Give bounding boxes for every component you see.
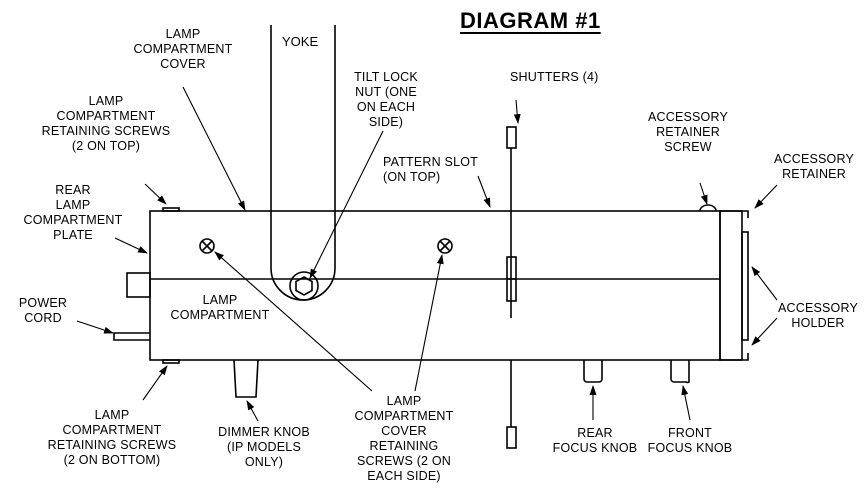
retaining-screw-top bbox=[162, 207, 180, 212]
leader-tilt-lock bbox=[309, 130, 384, 279]
shutter-handle-bottom bbox=[506, 426, 517, 449]
leader-accessory-retainer bbox=[754, 184, 778, 209]
accessory-retainer-screw-shape bbox=[699, 204, 717, 212]
label-accessory-retainer: ACCESSORY RETAINER bbox=[773, 152, 855, 181]
accessory-end-plate bbox=[719, 210, 743, 361]
cover-screw-right bbox=[437, 238, 453, 254]
front-focus-knob-shape bbox=[670, 360, 690, 384]
label-cover-retaining-screws: LAMP COMPARTMENT COVER RETAINING SCREWS … bbox=[354, 394, 454, 483]
label-rear-focus-knob: REAR FOCUS KNOB bbox=[552, 426, 638, 455]
rear-plate-boss bbox=[126, 272, 151, 298]
leader-cover-screw-right bbox=[414, 254, 444, 392]
leader-lamp-cover bbox=[182, 86, 246, 211]
label-front-focus-knob: FRONT FOCUS KNOB bbox=[647, 426, 733, 455]
label-shutters: SHUTTERS (4) bbox=[510, 70, 599, 84]
leader-retaining-top bbox=[144, 183, 167, 205]
dimmer-knob-shape bbox=[233, 359, 259, 398]
label-retaining-screws-top: LAMP COMPARTMENT RETAINING SCREWS (2 ON … bbox=[41, 94, 171, 153]
label-retaining-screws-bottom: LAMP COMPARTMENT RETAINING SCREWS (2 ON … bbox=[47, 408, 177, 467]
rear-focus-knob-shape bbox=[583, 360, 603, 383]
cover-screw-left bbox=[199, 238, 215, 254]
label-tilt-lock-nut: TILT LOCK NUT (ONE ON EACH SIDE) bbox=[354, 70, 418, 129]
leader-accessory-holder-top bbox=[751, 266, 778, 301]
leader-accessory-screw bbox=[699, 182, 708, 205]
label-pattern-slot: PATTERN SLOT (ON TOP) bbox=[383, 155, 479, 184]
leader-shutters bbox=[513, 99, 521, 124]
leader-retaining-bottom bbox=[142, 365, 168, 401]
accessory-retainer-clip-bottom bbox=[720, 353, 749, 361]
label-lamp-compartment-cover: LAMP COMPARTMENT COVER bbox=[133, 27, 233, 71]
label-dimmer-knob: DIMMER KNOB (IP MODELS ONLY) bbox=[218, 425, 310, 469]
label-yoke: YOKE bbox=[282, 34, 319, 49]
tilt-lock-nut-ring bbox=[289, 271, 319, 301]
retaining-screw-bottom bbox=[162, 359, 180, 364]
yoke-shape bbox=[270, 25, 336, 301]
leader-cover-screw-left bbox=[214, 251, 373, 392]
leader-power-cord bbox=[76, 320, 114, 334]
label-accessory-holder: ACCESSORY HOLDER bbox=[777, 301, 859, 330]
accessory-retainer-clip bbox=[720, 210, 749, 218]
power-cord-line bbox=[113, 332, 150, 341]
shutter-handle-top bbox=[506, 126, 517, 149]
label-accessory-retainer-screw: ACCESSORY RETAINER SCREW bbox=[647, 110, 729, 154]
leader-dimmer bbox=[246, 400, 259, 422]
fixture-body bbox=[149, 210, 721, 361]
label-lamp-compartment: LAMP COMPARTMENT bbox=[170, 293, 270, 322]
accessory-holder-plate bbox=[741, 231, 749, 341]
leader-front-focus bbox=[681, 385, 691, 421]
tilt-lock-nut-hex bbox=[295, 276, 313, 296]
diagram-title: DIAGRAM #1 bbox=[460, 8, 601, 33]
leader-pattern-slot bbox=[477, 175, 491, 208]
label-power-cord: POWER CORD bbox=[18, 296, 68, 325]
label-rear-lamp-compartment-plate: REAR LAMP COMPARTMENT PLATE bbox=[23, 183, 123, 242]
leader-accessory-holder-bottom bbox=[751, 317, 778, 346]
leader-rear-plate bbox=[114, 237, 148, 254]
